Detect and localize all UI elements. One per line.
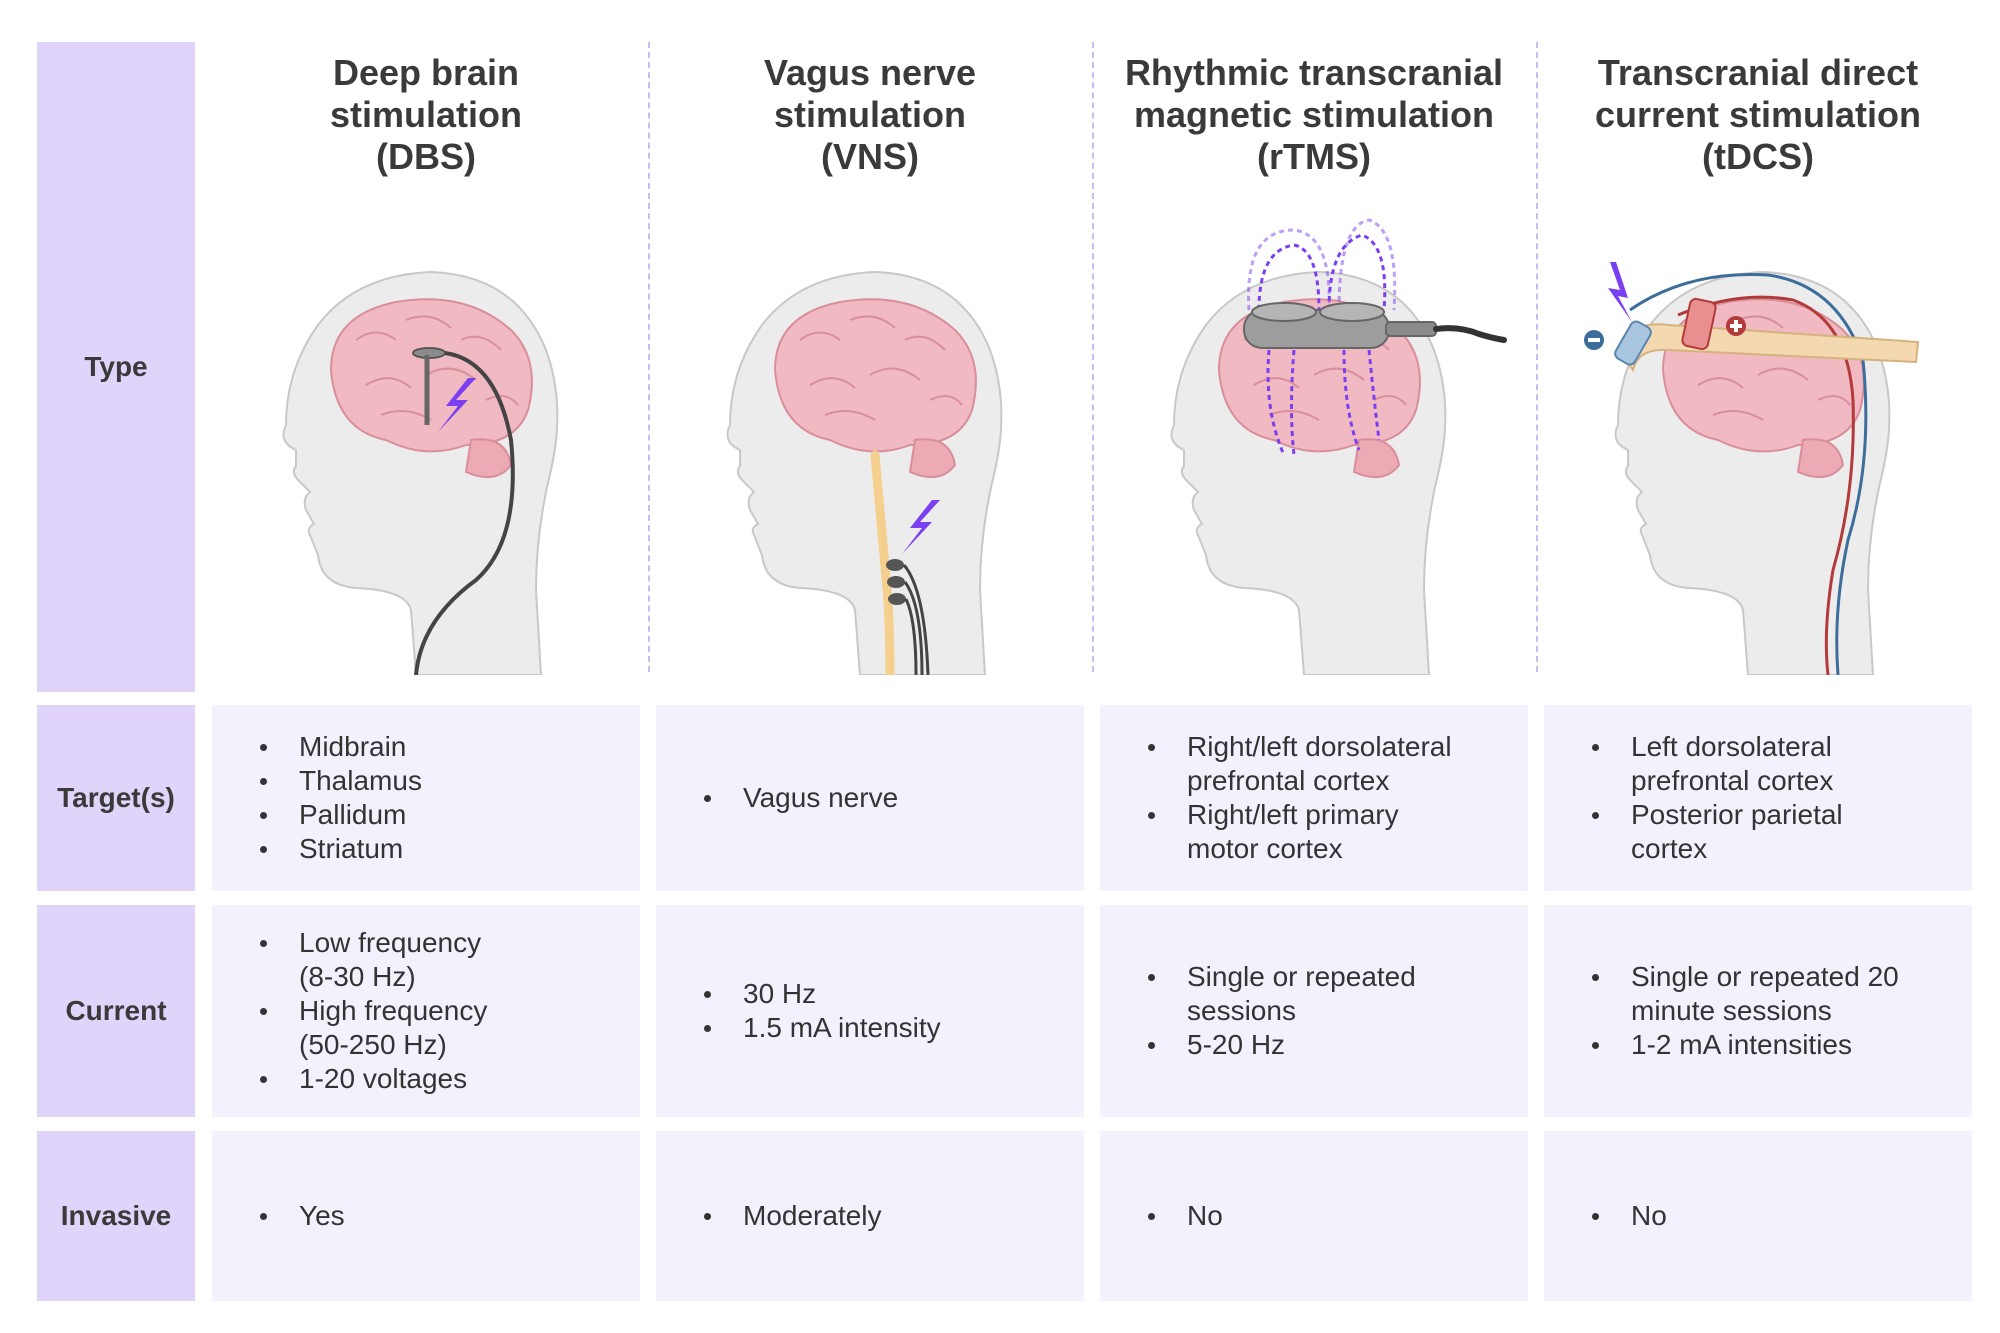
title-line: Rhythmic transcranial bbox=[1124, 52, 1504, 93]
cell-rtms-current: Single or repeated sessions 5-20 Hz bbox=[1100, 905, 1528, 1117]
plus-icon bbox=[1726, 316, 1746, 336]
title-line: (DBS) bbox=[376, 136, 476, 177]
target-list: Left dorsolateral prefrontal cortex Post… bbox=[1580, 730, 1843, 866]
list-item: Single or repeated bbox=[1136, 960, 1416, 994]
cell-rtms-targets: Right/left dorsolateral prefrontal corte… bbox=[1100, 705, 1528, 891]
row-label-type: Type bbox=[37, 42, 195, 692]
list-item: Striatum bbox=[248, 832, 422, 866]
title-line: (rTMS) bbox=[1257, 136, 1371, 177]
current-list: Single or repeated sessions 5-20 Hz bbox=[1136, 960, 1416, 1062]
current-list: 30 Hz 1.5 mA intensity bbox=[692, 977, 941, 1045]
list-item: Right/left primary bbox=[1136, 798, 1452, 832]
column-title-rtms: Rhythmic transcranial magnetic stimulati… bbox=[1094, 52, 1534, 178]
cell-dbs-current: Low frequency (8-30 Hz) High frequency (… bbox=[212, 905, 640, 1117]
list-item-continuation: (8-30 Hz) bbox=[299, 961, 416, 992]
title-line: Transcranial direct bbox=[1597, 52, 1919, 93]
rtms-illustration bbox=[1170, 218, 1507, 675]
column-title-dbs: Deep brain stimulation (DBS) bbox=[206, 52, 646, 178]
tdcs-electrode-icon bbox=[1614, 297, 1717, 366]
list-item: Yes bbox=[248, 1199, 345, 1233]
list-item: Posterior parietal bbox=[1580, 798, 1843, 832]
title-line: Deep brain bbox=[332, 52, 520, 93]
row-label-invasive-text: Invasive bbox=[60, 1200, 172, 1231]
row-label-invasive: Invasive bbox=[37, 1131, 195, 1301]
list-item: Right/left dorsolateral bbox=[1136, 730, 1452, 764]
vns-electrode-icon bbox=[886, 559, 930, 675]
invasive-list: Yes bbox=[248, 1199, 345, 1233]
list-item: Thalamus bbox=[248, 764, 422, 798]
row-label-targets: Target(s) bbox=[37, 705, 195, 891]
row-label-current: Current bbox=[37, 905, 195, 1117]
list-item-continuation: (50-250 Hz) bbox=[299, 1029, 447, 1060]
lightning-icon bbox=[902, 500, 940, 554]
vagus-nerve bbox=[870, 450, 895, 675]
title-line: current stimulation bbox=[1594, 94, 1922, 135]
dbs-illustration bbox=[282, 270, 559, 675]
cell-rtms-invasive: No bbox=[1100, 1131, 1528, 1301]
list-item: No bbox=[1580, 1199, 1667, 1233]
dbs-electrode-icon bbox=[412, 347, 515, 675]
list-item: 30 Hz bbox=[692, 977, 941, 1011]
list-item: Single or repeated 20 bbox=[1580, 960, 1899, 994]
row-label-targets-text: Target(s) bbox=[57, 782, 175, 813]
brain bbox=[329, 298, 533, 479]
cell-vns-current: 30 Hz 1.5 mA intensity bbox=[656, 905, 1084, 1117]
column-divider-2 bbox=[1092, 42, 1094, 672]
title-line: Vagus nerve bbox=[763, 52, 977, 93]
row-label-current-text: Current bbox=[65, 995, 167, 1026]
list-item: Vagus nerve bbox=[692, 781, 898, 815]
list-item-continuation: motor cortex bbox=[1187, 833, 1343, 864]
column-divider-3 bbox=[1536, 42, 1538, 672]
target-list: Midbrain Thalamus Pallidum Striatum bbox=[248, 730, 422, 866]
list-item-continuation: prefrontal cortex bbox=[1631, 765, 1834, 796]
list-item-continuation: sessions bbox=[1187, 995, 1296, 1026]
target-list: Right/left dorsolateral prefrontal corte… bbox=[1136, 730, 1452, 866]
cell-tdcs-current: Single or repeated 20 minute sessions 1-… bbox=[1544, 905, 1972, 1117]
lightning-icon bbox=[1608, 262, 1632, 322]
title-line: (VNS) bbox=[821, 136, 919, 177]
row-label-type-text: Type bbox=[84, 351, 148, 382]
list-item: 1-20 voltages bbox=[248, 1062, 487, 1096]
list-item: Low frequency bbox=[248, 926, 487, 960]
current-list: Low frequency (8-30 Hz) High frequency (… bbox=[248, 926, 487, 1096]
current-list: Single or repeated 20 minute sessions 1-… bbox=[1580, 960, 1899, 1062]
column-title-vns: Vagus nerve stimulation (VNS) bbox=[650, 52, 1090, 178]
column-title-tdcs: Transcranial direct current stimulation … bbox=[1538, 52, 1978, 178]
minus-icon bbox=[1584, 330, 1604, 350]
tms-coil-icon bbox=[1243, 302, 1507, 349]
cell-dbs-invasive: Yes bbox=[212, 1131, 640, 1301]
list-item: Left dorsolateral bbox=[1580, 730, 1843, 764]
lightning-icon bbox=[438, 378, 476, 432]
target-list: Vagus nerve bbox=[692, 781, 898, 815]
list-item-continuation: minute sessions bbox=[1631, 995, 1832, 1026]
tdcs-illustration bbox=[1584, 262, 1920, 675]
list-item: Midbrain bbox=[248, 730, 422, 764]
list-item: Moderately bbox=[692, 1199, 882, 1233]
column-divider-1 bbox=[648, 42, 650, 672]
list-item: High frequency bbox=[248, 994, 487, 1028]
title-line: (tDCS) bbox=[1702, 136, 1814, 177]
cell-tdcs-targets: Left dorsolateral prefrontal cortex Post… bbox=[1544, 705, 1972, 891]
title-line: stimulation bbox=[773, 94, 966, 135]
title-line: magnetic stimulation bbox=[1133, 94, 1495, 135]
list-item-continuation: cortex bbox=[1631, 833, 1708, 864]
brain bbox=[773, 298, 977, 479]
list-item: 1.5 mA intensity bbox=[692, 1011, 941, 1045]
list-item: 1-2 mA intensities bbox=[1580, 1028, 1899, 1062]
magnetic-field-lines bbox=[1247, 218, 1397, 456]
title-line: stimulation bbox=[329, 94, 522, 135]
list-item-continuation: prefrontal cortex bbox=[1187, 765, 1390, 796]
list-item: 5-20 Hz bbox=[1136, 1028, 1416, 1062]
invasive-list: No bbox=[1136, 1199, 1223, 1233]
list-item: Pallidum bbox=[248, 798, 422, 832]
cell-dbs-targets: Midbrain Thalamus Pallidum Striatum bbox=[212, 705, 640, 891]
invasive-list: Moderately bbox=[692, 1199, 882, 1233]
cell-vns-targets: Vagus nerve bbox=[656, 705, 1084, 891]
list-item: No bbox=[1136, 1199, 1223, 1233]
cell-vns-invasive: Moderately bbox=[656, 1131, 1084, 1301]
cell-tdcs-invasive: No bbox=[1544, 1131, 1972, 1301]
invasive-list: No bbox=[1580, 1199, 1667, 1233]
vns-illustration bbox=[726, 270, 1003, 675]
